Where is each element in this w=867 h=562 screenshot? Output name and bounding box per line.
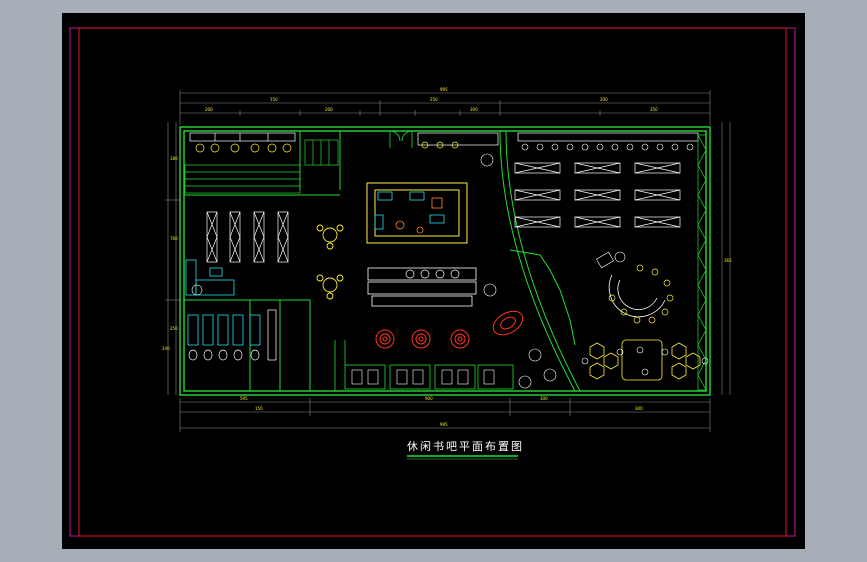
entrance-door (389, 130, 413, 148)
dim-bottom-seg-3: 900 (425, 396, 433, 401)
dim-bottom-seg-5: 300 (635, 406, 643, 411)
long-table (367, 267, 477, 307)
plants (480, 153, 557, 389)
bookshelf-top-left (189, 132, 296, 142)
dim-left-1: 180 (170, 156, 178, 161)
curved-partition (499, 130, 581, 392)
bar-equipment (374, 191, 445, 230)
dim-left-4: 240 (162, 346, 170, 351)
lounge-chairs-right (596, 251, 626, 269)
hexagon-chairs (581, 346, 709, 376)
dim-bottom-seg-1: 595 (240, 396, 248, 401)
reading-chairs-top (521, 143, 694, 151)
dim-top-seg-1: 150 (270, 97, 278, 102)
dimension-lines-top (179, 90, 711, 125)
right-wall-shelving (697, 134, 707, 391)
dim-top-seg-2: 250 (430, 97, 438, 102)
dim-overall-top: 995 (440, 87, 448, 92)
dim-top-seg-6: 300 (470, 107, 478, 112)
plant-left (191, 284, 203, 296)
reception-stools (421, 141, 459, 149)
sofa-left (185, 259, 235, 296)
chairs-top-left (195, 143, 292, 153)
reading-shelves-right (514, 162, 681, 228)
dim-top-seg-5: 200 (325, 107, 333, 112)
restroom-fixtures (188, 309, 277, 361)
restroom-stalls (187, 314, 261, 346)
dim-bottom-seg-2: 150 (255, 406, 263, 411)
hexagon-tables (589, 339, 701, 381)
booth-seats (334, 340, 514, 391)
bar-details (395, 197, 443, 234)
dim-top-seg-3: 200 (600, 97, 608, 102)
dim-left-2: 760 (170, 236, 178, 241)
dim-overall-bottom: 995 (440, 422, 448, 427)
inner-frame (78, 27, 787, 537)
dimension-lines-sides (165, 122, 731, 395)
dimension-lines-bottom (179, 398, 711, 432)
round-tables-red (375, 329, 470, 349)
dim-top-seg-4: 200 (205, 107, 213, 112)
bar-stools (405, 269, 460, 279)
booth-tables (351, 369, 495, 385)
dim-top-seg-7: 350 (650, 107, 658, 112)
curved-sofa-stools (608, 264, 674, 324)
lounge-tables (316, 224, 344, 300)
dim-bottom-seg-4: 300 (540, 396, 548, 401)
bookshelves-left (206, 211, 289, 263)
drawing-title: 休闲书吧平面布置图 (407, 440, 524, 453)
sheet-background (62, 13, 805, 549)
dim-left-3: 250 (170, 326, 178, 331)
staircase (184, 139, 339, 194)
central-bar-counter (366, 182, 468, 244)
dim-right-side: 365 (724, 258, 732, 263)
curved-sofa (608, 274, 666, 318)
oval-feature (492, 310, 524, 336)
